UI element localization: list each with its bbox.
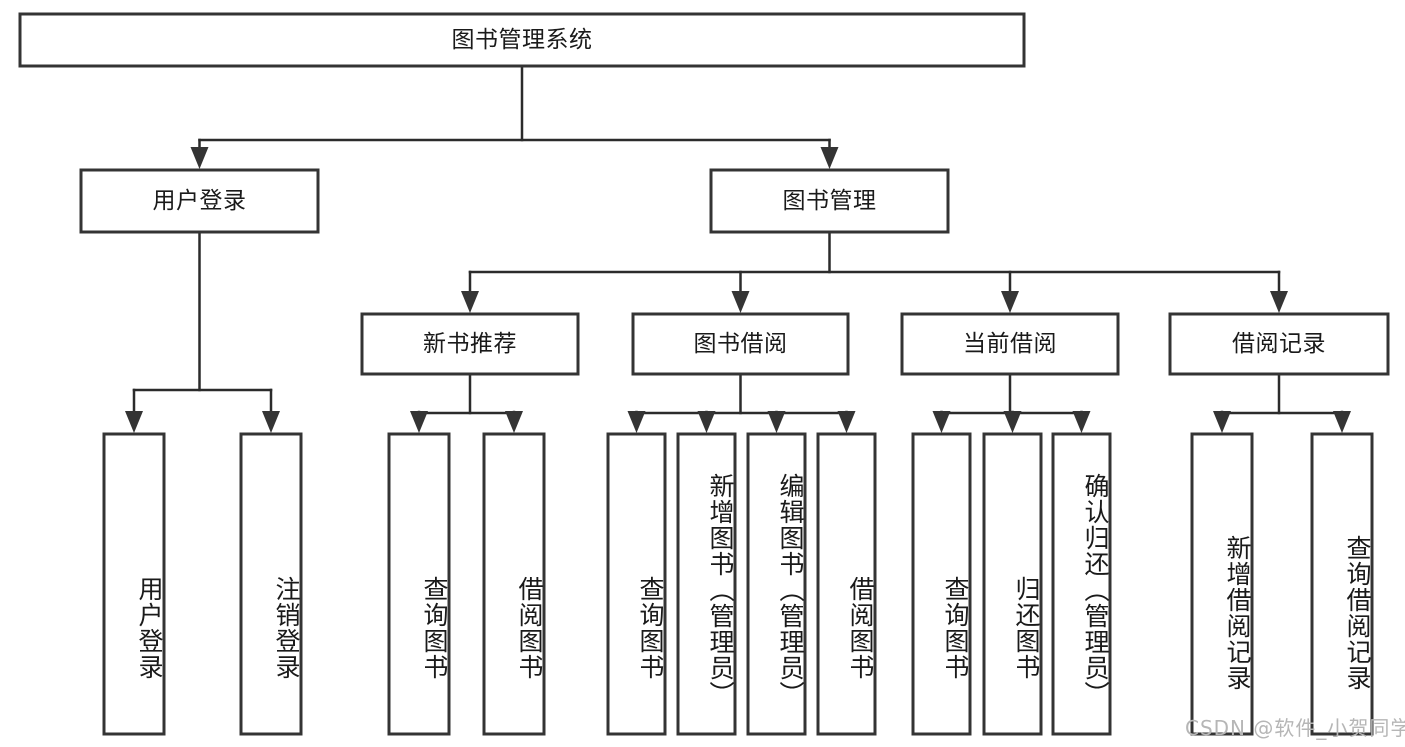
arrow-head-books-1 xyxy=(731,291,750,313)
node-box-level2-图书借阅[interactable] xyxy=(631,312,850,376)
arrow-head-leaf-图书借阅-1 xyxy=(697,411,716,433)
node-box-leaf-新增借阅记录[interactable] xyxy=(1190,432,1254,736)
arrow-head-leaf-图书借阅-2 xyxy=(767,411,786,433)
arrow-head-leaf-用户登录-0 xyxy=(125,411,143,433)
node-box-leaf-用户登录[interactable] xyxy=(102,432,166,736)
node-box-level2-新书推荐[interactable] xyxy=(360,312,580,376)
node-box-leaf-借阅图书[interactable] xyxy=(816,432,877,736)
arrow-head-leaf-新书推荐-0 xyxy=(410,411,428,433)
watermark-text: CSDN @软件_小贺同学 xyxy=(1185,716,1405,740)
arrow-head-leaf-当前借阅-0 xyxy=(932,411,951,433)
node-box-level1-用户登录[interactable] xyxy=(79,168,320,234)
arrow-head-leaf-新书推荐-1 xyxy=(505,411,523,433)
node-box-level1-图书管理[interactable] xyxy=(709,168,950,234)
arrow-head-leaf-用户登录-1 xyxy=(262,411,280,433)
node-box-leaf-查询图书[interactable] xyxy=(606,432,667,736)
arrow-head-leaf-当前借阅-2 xyxy=(1072,411,1091,433)
arrow-head-root-1 xyxy=(820,147,839,169)
arrow-head-leaf-图书借阅-3 xyxy=(837,411,856,433)
node-box-leaf-查询借阅记录[interactable] xyxy=(1310,432,1374,736)
arrow-head-books-3 xyxy=(1270,291,1288,313)
arrow-head-leaf-当前借阅-1 xyxy=(1003,411,1022,433)
boxes-layer xyxy=(18,12,1390,736)
node-box-leaf-归还图书[interactable] xyxy=(982,432,1043,736)
node-box-leaf-查询图书[interactable] xyxy=(387,432,451,736)
arrow-head-root-0 xyxy=(190,147,209,169)
arrow-head-leaf-借阅记录-1 xyxy=(1333,411,1351,433)
node-box-leaf-查询图书[interactable] xyxy=(911,432,972,736)
arrow-head-books-2 xyxy=(1001,291,1019,313)
node-box-leaf-编辑图书管理员[interactable] xyxy=(746,432,807,736)
node-box-level2-当前借阅[interactable] xyxy=(900,312,1120,376)
arrow-head-leaf-图书借阅-0 xyxy=(627,411,646,433)
arrow-head-leaf-借阅记录-0 xyxy=(1213,411,1231,433)
node-box-leaf-借阅图书[interactable] xyxy=(482,432,546,736)
node-box-level2-借阅记录[interactable] xyxy=(1168,312,1390,376)
node-box-root[interactable] xyxy=(18,12,1026,68)
node-box-leaf-注销登录[interactable] xyxy=(239,432,303,736)
node-box-leaf-新增图书管理员[interactable] xyxy=(676,432,737,736)
connectors-layer xyxy=(125,64,1351,433)
node-box-leaf-确认归还管理员[interactable] xyxy=(1051,432,1112,736)
arrow-head-books-0 xyxy=(461,291,479,313)
